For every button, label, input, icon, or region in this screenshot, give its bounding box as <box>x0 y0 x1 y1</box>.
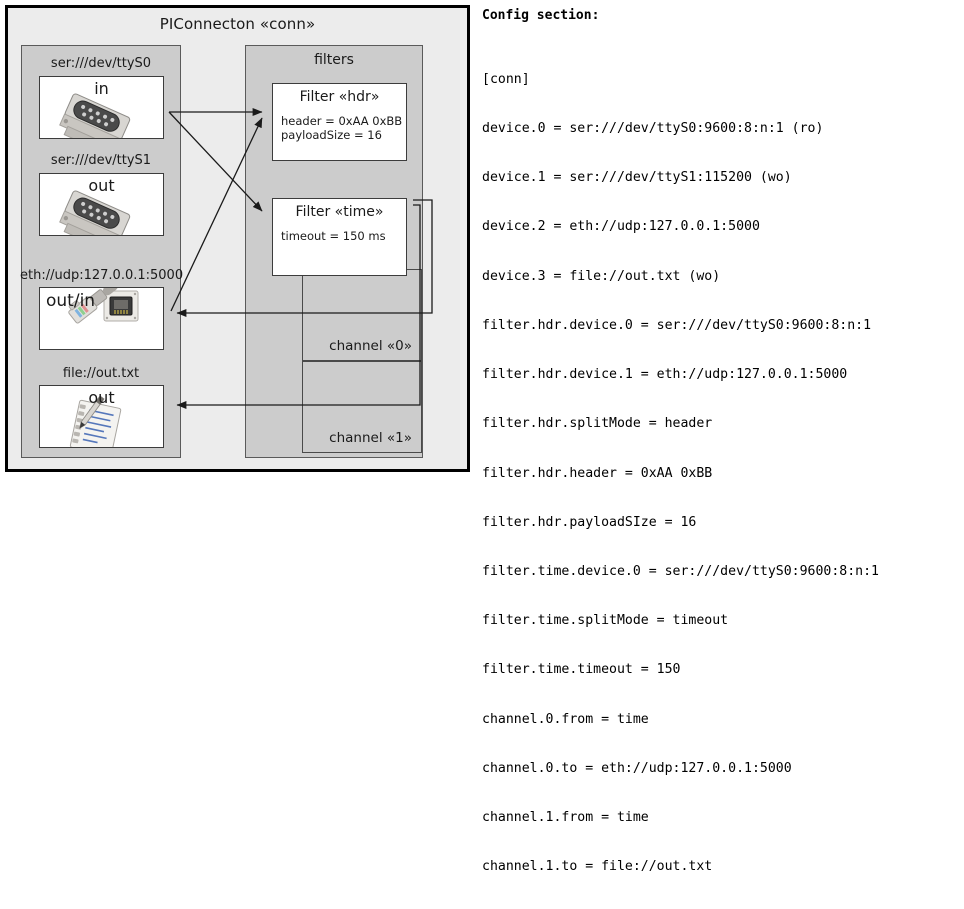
config-line: filter.time.timeout = 150 <box>482 662 681 678</box>
device-label-ttyS1: ser:///dev/ttyS1 <box>50 153 152 168</box>
config-heading: Config section: <box>482 8 600 23</box>
config-line: device.0 = ser:///dev/ttyS0:9600:8:n:1 (… <box>482 121 824 137</box>
channel-panel-1: channel «1» <box>302 361 422 453</box>
device-label-eth: eth://udp:127.0.0.1:5000 <box>20 268 184 283</box>
serial-port-icon <box>40 77 163 138</box>
config-line: filter.hdr.splitMode = header <box>482 416 713 432</box>
filter-prop: timeout = 150 ms <box>281 229 386 243</box>
serial-port-icon <box>40 174 163 235</box>
filters-panel-title: filters <box>314 52 354 68</box>
ethernet-jack-icon <box>40 288 163 349</box>
component-frame: PIConnecton «conn» ser:///dev/ttyS0 in <box>5 5 470 472</box>
config-line: filter.hdr.device.0 = ser:///dev/ttyS0:9… <box>482 317 872 333</box>
filter-properties: timeout = 150 ms <box>281 229 386 243</box>
device-io-label: out <box>88 176 115 195</box>
device-box-ttyS1[interactable]: out <box>39 173 164 236</box>
filter-box-hdr[interactable]: Filter «hdr» header = 0xAA 0xBB payloadS… <box>272 83 407 161</box>
config-line: device.2 = eth://udp:127.0.0.1:5000 <box>482 219 760 235</box>
device-box-eth[interactable]: out/in <box>39 287 164 350</box>
config-line: filter.time.splitMode = timeout <box>482 613 729 629</box>
filter-prop: payloadSize = 16 <box>281 128 382 142</box>
device-box-ttyS0[interactable]: in <box>39 76 164 139</box>
filter-box-time[interactable]: Filter «time» timeout = 150 ms <box>272 198 407 276</box>
device-label-file: file://out.txt <box>62 366 140 381</box>
component-title: PIConnecton «conn» <box>159 15 316 33</box>
text-file-icon <box>40 386 163 447</box>
config-line: device.1 = ser:///dev/ttyS1:115200 (wo) <box>482 170 792 186</box>
config-line: device.3 = file://out.txt (wo) <box>482 268 721 284</box>
config-line: filter.hdr.payloadSIze = 16 <box>482 514 697 530</box>
device-io-label: out/in <box>46 291 96 311</box>
device-io-label: in <box>94 79 109 98</box>
config-line: channel.0.from = time <box>482 711 649 727</box>
device-io-label: out <box>88 388 115 407</box>
channel-panel-0: channel «0» <box>302 269 422 361</box>
filter-properties: header = 0xAA 0xBB payloadSize = 16 <box>281 114 402 142</box>
filter-title: Filter «time» <box>295 204 384 220</box>
config-line: channel.0.to = eth://udp:127.0.0.1:5000 <box>482 760 792 776</box>
device-label-ttyS0: ser:///dev/ttyS0 <box>50 56 152 71</box>
config-line: filter.time.device.0 = ser:///dev/ttyS0:… <box>482 564 879 579</box>
diagram-canvas: PIConnecton «conn» ser:///dev/ttyS0 in <box>5 5 958 874</box>
config-line: channel.1.to = file://out.txt <box>482 859 713 875</box>
config-line: filter.hdr.header = 0xAA 0xBB <box>482 465 713 481</box>
config-line: filter.hdr.device.1 = eth://udp:127.0.0.… <box>482 367 848 383</box>
filter-title: Filter «hdr» <box>299 89 380 105</box>
channel-label: channel «0» <box>329 338 412 354</box>
config-body: [conn] device.0 = ser:///dev/ttyS0:9600:… <box>482 39 958 909</box>
device-box-file[interactable]: out <box>39 385 164 448</box>
channel-label: channel «1» <box>329 430 412 446</box>
config-line: channel.1.from = time <box>482 810 649 826</box>
config-line: [conn] <box>482 71 530 87</box>
devices-panel: ser:///dev/ttyS0 in <box>20 45 184 458</box>
config-section: Config section: [conn] device.0 = ser://… <box>482 8 958 874</box>
filter-prop: header = 0xAA 0xBB <box>281 114 403 128</box>
filters-panel: filters Filter «hdr» header = 0xAA 0xBB … <box>245 45 423 458</box>
